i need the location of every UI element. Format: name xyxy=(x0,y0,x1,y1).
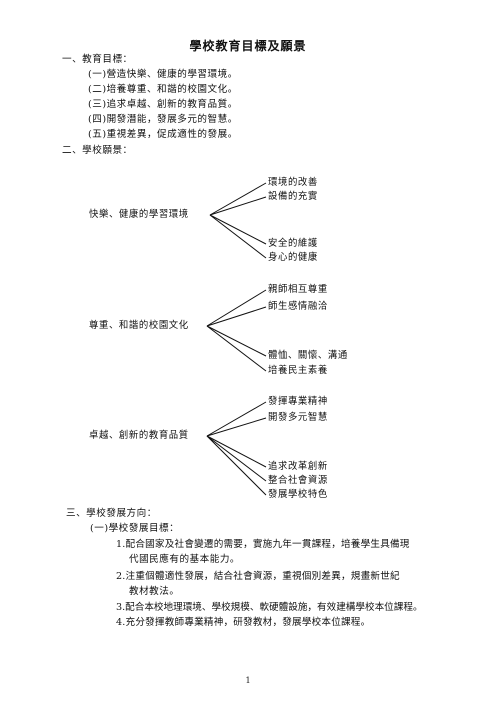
vision-leaf-2-1: 親師相互尊重 xyxy=(268,284,328,295)
goal-item-4: (四)開發潛能，發展多元的智慧。 xyxy=(88,114,238,125)
section2-heading: 二、學校願景： xyxy=(62,145,133,156)
direction-item-3: 3.配合本校地理環境、學校規模、軟硬體設施，有效建構學校本位課程。 xyxy=(116,602,423,613)
vision-leaf-2-3: 體恤、關懷、溝通 xyxy=(268,350,348,361)
vision-leaf-1-4: 身心的健康 xyxy=(268,252,318,263)
goal-item-1: (一)營造快樂、健康的學習環境。 xyxy=(88,69,238,80)
direction-item-2-line1: 2.注重個體適性發展，結合社會資源，重視個別差異，規畫新世紀 xyxy=(116,571,400,582)
vision-leaf-3-3: 追求改革創新 xyxy=(268,461,328,472)
direction-item-2-line2: 教材教法。 xyxy=(129,586,180,597)
goal-item-3: (三)追求卓越、創新的教育品質。 xyxy=(88,99,238,110)
vision-branch-1: 快樂、健康的學習環境 xyxy=(89,209,189,220)
vision-branch-3: 卓越、創新的教育品質 xyxy=(89,430,189,441)
vision-leaf-3-4: 整合社會資源 xyxy=(268,475,328,486)
vision-leaf-2-2: 師生感情融洽 xyxy=(268,301,328,312)
vision-leaf-1-2: 設備的充實 xyxy=(268,191,318,202)
page-number: 1 xyxy=(245,676,251,685)
section3-heading: 三、學校發展方向： xyxy=(66,508,157,519)
vision-leaf-3-5: 發展學校特色 xyxy=(268,489,328,500)
vision-branch-2: 尊重、和諧的校園文化 xyxy=(89,320,189,331)
vision-leaf-3-1: 發揮專業精神 xyxy=(268,396,328,407)
direction-item-4: 4.充分發揮教師專業精神，研發教材，發展學校本位課程。 xyxy=(116,617,371,628)
direction-item-1-line1: 1.配合國家及社會變遷的需要，實施九年一貫課程，培養學生具備現 xyxy=(116,539,410,550)
vision-leaf-1-3: 安全的維護 xyxy=(268,238,318,249)
page-title: 學校教育目標及願景 xyxy=(189,39,307,53)
section3-subheading: (一)學校發展目標： xyxy=(90,523,180,534)
goal-item-2: (二)培養尊重、和諧的校園文化。 xyxy=(88,84,238,95)
direction-item-1-line2: 代國民應有的基本能力。 xyxy=(129,554,241,565)
goal-item-5: (五)重視差異，促成適性的發展。 xyxy=(88,129,238,140)
vision-leaf-2-4: 培養民主素養 xyxy=(268,365,328,376)
section1-heading: 一、教育目標： xyxy=(62,54,133,65)
vision-leaf-3-2: 開發多元智慧 xyxy=(268,412,328,423)
vision-leaf-1-1: 環境的改善 xyxy=(268,177,318,188)
